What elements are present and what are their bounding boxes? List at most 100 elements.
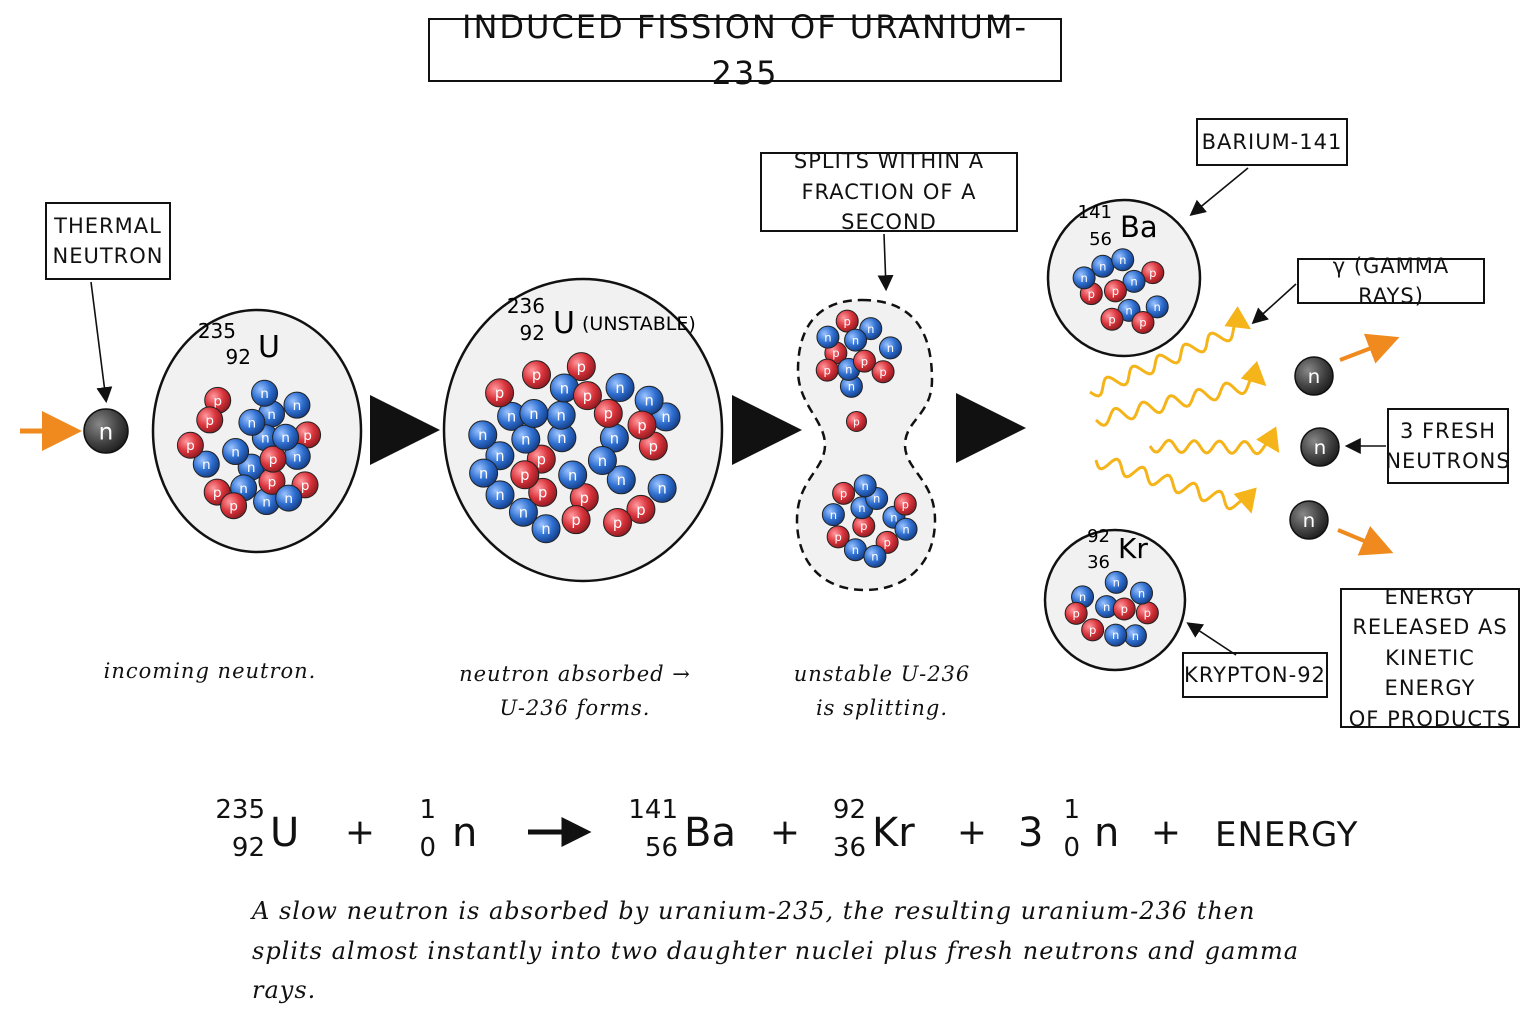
- neutron-letter: n: [281, 430, 290, 446]
- gamma-label: γ (GAMMA RAYS): [1297, 254, 1485, 308]
- proton: [603, 507, 633, 537]
- proton-letter: p: [1144, 606, 1151, 620]
- eq-n-atomic: 0: [419, 833, 436, 863]
- free-neutron-ball: [1289, 500, 1329, 540]
- neutron-letter: n: [902, 522, 909, 536]
- proton-letter: p: [1089, 623, 1096, 637]
- neutron-letter: n: [260, 386, 269, 402]
- proton: [832, 481, 856, 505]
- u235-symbol: U: [258, 330, 280, 365]
- proton-letter: p: [538, 485, 547, 502]
- neutron-letter: n: [267, 407, 276, 423]
- neutron-letter: n: [521, 431, 530, 448]
- neutron: [1104, 570, 1128, 594]
- proton-letter: p: [604, 406, 613, 423]
- eq-coefficient: 3: [1018, 810, 1043, 856]
- proton-letter: p: [879, 365, 886, 379]
- neutron-letter: n: [1099, 259, 1106, 273]
- ba-mass-number: 141: [1078, 202, 1112, 223]
- proton: [1081, 618, 1105, 642]
- free-neutron-ball: [83, 408, 129, 454]
- eq-u-symbol: U: [270, 810, 299, 856]
- label-line: KRYPTON-92: [1184, 662, 1326, 687]
- proton-letter: p: [1108, 312, 1115, 326]
- proton-letter: p: [583, 388, 592, 405]
- eq-energy: ENERGY: [1215, 815, 1358, 855]
- neutron: [821, 503, 845, 527]
- proton: [852, 349, 876, 373]
- proton: [522, 360, 552, 390]
- proton-letter: p: [824, 363, 831, 377]
- neutron-letter: n: [873, 492, 880, 506]
- eq-plus: +: [1151, 812, 1181, 853]
- neutron: [1111, 248, 1135, 272]
- label-line: γ (GAMMA RAYS): [1332, 253, 1450, 308]
- barium-label: BARIUM-141: [1196, 118, 1348, 166]
- proton-letter: p: [637, 417, 646, 434]
- proton-letter: p: [571, 512, 580, 529]
- proton-letter: p: [649, 438, 658, 455]
- neutron: [894, 517, 918, 541]
- proton-letter: p: [860, 519, 867, 533]
- proton-letter: p: [205, 413, 214, 429]
- proton-letter: p: [1121, 602, 1128, 616]
- neutron-letter: n: [557, 430, 566, 447]
- neutron: [816, 325, 840, 349]
- proton-letter: p: [1088, 287, 1095, 301]
- label-line: KINETIC ENERGY: [1384, 645, 1476, 701]
- ba-atomic-number: 56: [1089, 229, 1112, 250]
- proton: [593, 398, 623, 428]
- proton: [1141, 261, 1165, 285]
- proton: [1064, 601, 1088, 625]
- neutron-letter: n: [644, 393, 653, 410]
- pointer-arrow: [1186, 622, 1237, 656]
- neutron-letter: n: [867, 322, 874, 336]
- proton-letter: p: [532, 367, 541, 384]
- proton-letter: p: [213, 485, 222, 501]
- summary-line: splits almost instantly into two daughte…: [252, 936, 1300, 1005]
- eq-kr-atomic: 36: [833, 833, 866, 863]
- neutron-letter: n: [262, 494, 271, 510]
- neutron-letter: n: [261, 431, 270, 447]
- neutron: [283, 391, 311, 419]
- proton: [845, 410, 867, 432]
- eq-u-atomic: 92: [232, 833, 265, 863]
- proton: [176, 431, 204, 459]
- neutron-letter: n: [598, 453, 607, 470]
- caption-text: is splitting.: [815, 695, 949, 720]
- caption-text: U-236 forms.: [499, 695, 651, 720]
- free-neutron-ball: [1300, 427, 1340, 467]
- neutron-letter: n: [1314, 435, 1327, 459]
- neutron-letter: n: [890, 510, 897, 524]
- eq-kr-symbol: Kr: [872, 810, 915, 856]
- neutron: [558, 460, 588, 490]
- neutron: [1072, 266, 1096, 290]
- eq-ba-atomic: 56: [645, 833, 678, 863]
- proton-letter: p: [832, 346, 839, 360]
- proton-letter: p: [883, 536, 890, 550]
- proton-letter: p: [902, 497, 909, 511]
- eq-n-symbol: n: [452, 810, 477, 856]
- label-line: NEUTRONS: [1385, 449, 1511, 473]
- krypton-label: KRYPTON-92: [1182, 652, 1328, 698]
- neutron: [878, 336, 902, 360]
- label-line: THERMAL: [54, 213, 162, 238]
- neutron: [222, 438, 250, 466]
- neutron-motion-arrow: [1337, 526, 1394, 556]
- neutron: [1130, 581, 1154, 605]
- proton: [815, 358, 839, 382]
- summary-line: A slow neutron is absorbed by uranium-23…: [252, 897, 1256, 925]
- proton: [1100, 307, 1124, 331]
- u236-atomic-number: 92: [520, 321, 545, 345]
- neutron-letter: n: [848, 380, 855, 394]
- neutron-letter: n: [1080, 271, 1087, 285]
- proton-letter: p: [1139, 316, 1146, 330]
- title-box: INDUCED FISSION OF URANIUM-235: [428, 8, 1062, 92]
- eq-plus: +: [957, 812, 987, 853]
- proton-letter: p: [636, 502, 645, 519]
- proton: [627, 410, 657, 440]
- proton: [871, 360, 895, 384]
- eq-n-symbol: n: [1094, 810, 1119, 856]
